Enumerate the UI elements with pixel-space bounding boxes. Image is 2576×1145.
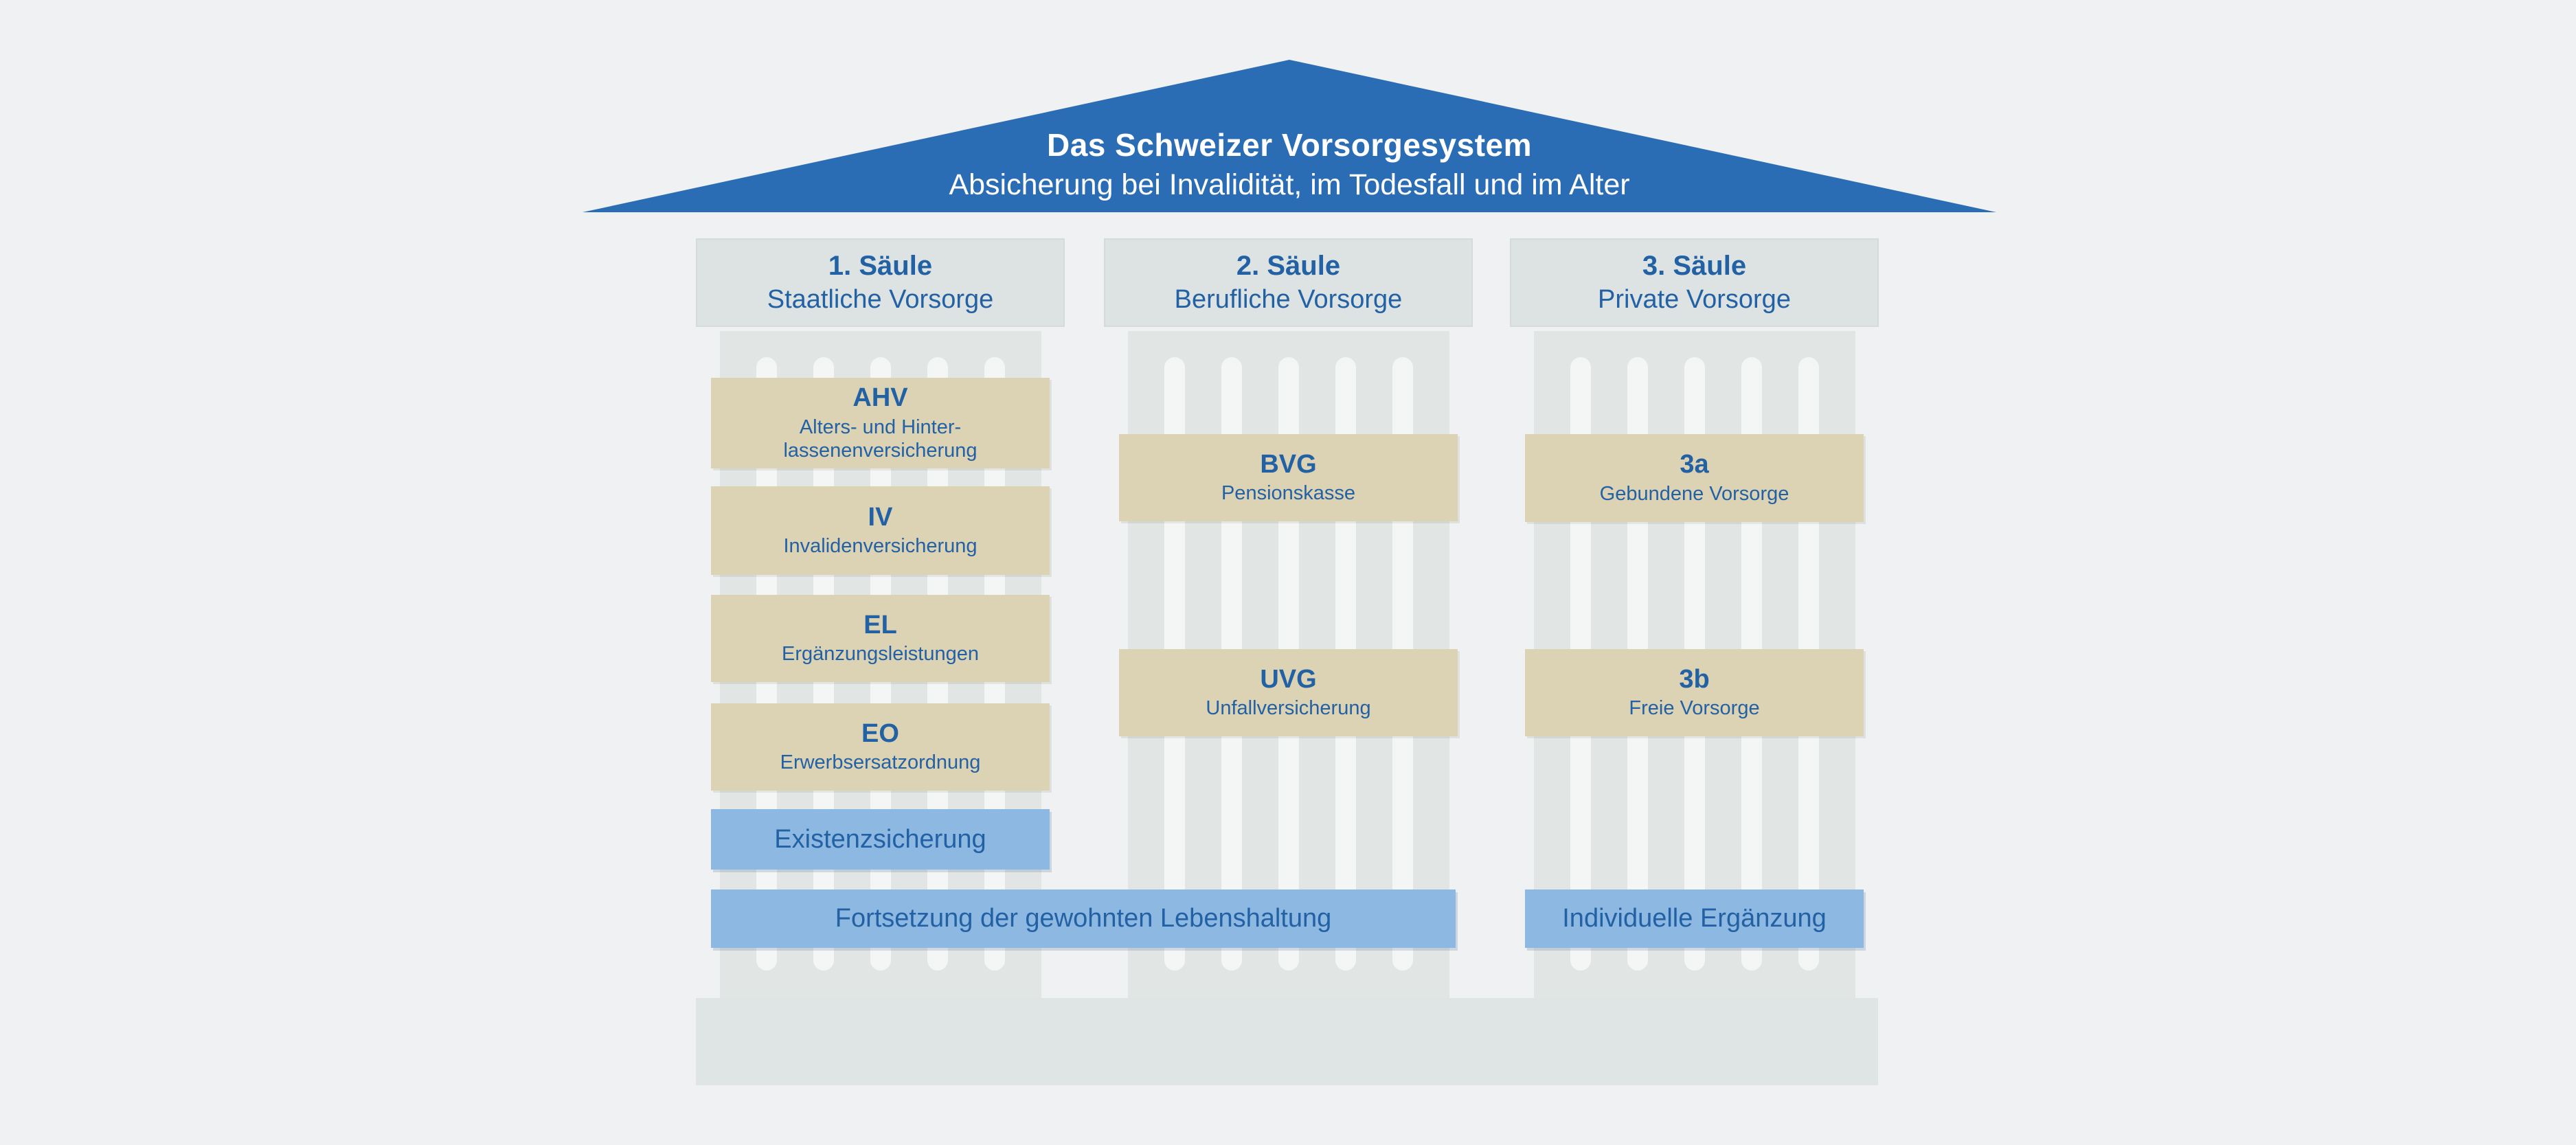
box-3a: 3a Gebundene Vorsorge (1525, 434, 1864, 522)
box-el: EL Ergänzungsleistungen (711, 595, 1050, 682)
box-iv-desc: Invalidenversicherung (783, 535, 978, 558)
box-iv: IV Invalidenversicherung (711, 486, 1050, 575)
pillar-3-name: 3. Säule (1642, 251, 1747, 282)
box-uvg-desc: Unfallversicherung (1206, 697, 1371, 720)
highlight-individuelle-ergaenzung: Individuelle Ergänzung (1525, 889, 1864, 948)
pillar-2-subtitle: Berufliche Vorsorge (1174, 285, 1403, 315)
roof-pediment: Das Schweizer Vorsorgesystem Absicherung… (583, 60, 1996, 212)
box-ahv-abbr: AHV (852, 383, 908, 412)
highlight-existenzsicherung: Existenzsicherung (711, 809, 1050, 870)
box-eo: EO Erwerbsersatzordnung (711, 703, 1050, 791)
box-uvg: UVG Unfallversicherung (1119, 649, 1458, 736)
box-3b: 3b Freie Vorsorge (1525, 649, 1864, 736)
pillar-1-subtitle: Staatliche Vorsorge (767, 285, 994, 315)
foundation-base (696, 998, 1878, 1085)
box-bvg-desc: Pensionskasse (1221, 482, 1356, 505)
diagram-title: Das Schweizer Vorsorgesystem (1046, 127, 1533, 163)
banner-fortsetzung: Fortsetzung der gewohnten Lebenshaltung (711, 889, 1456, 948)
box-ahv: AHV Alters- und Hinter- lassenenversiche… (711, 378, 1050, 468)
box-3a-abbr: 3a (1680, 450, 1709, 479)
box-eo-abbr: EO (861, 718, 899, 748)
box-eo-desc: Erwerbsersatzordnung (780, 751, 981, 774)
box-el-abbr: EL (863, 610, 897, 639)
pillar-3-subtitle: Private Vorsorge (1598, 285, 1791, 315)
diagram-subtitle: Absicherung bei Invalidität, im Todesfal… (949, 168, 1630, 201)
box-3b-abbr: 3b (1679, 664, 1710, 694)
pillar-1-name: 1. Säule (828, 251, 933, 282)
box-iv-abbr: IV (868, 502, 893, 532)
pillar-3-header: 3. Säule Private Vorsorge (1510, 238, 1879, 327)
box-bvg: BVG Pensionskasse (1119, 434, 1458, 521)
box-3a-desc: Gebundene Vorsorge (1599, 482, 1789, 505)
box-3b-desc: Freie Vorsorge (1629, 697, 1760, 720)
pillar-2-name: 2. Säule (1236, 251, 1341, 282)
box-bvg-abbr: BVG (1260, 449, 1317, 479)
pillar-1-header: 1. Säule Staatliche Vorsorge (696, 238, 1065, 327)
box-ahv-desc: Alters- und Hinter- lassenenversicherung (783, 416, 978, 462)
box-uvg-abbr: UVG (1260, 664, 1317, 694)
box-el-desc: Ergänzungsleistungen (782, 643, 979, 666)
pillar-2-header: 2. Säule Berufliche Vorsorge (1104, 238, 1473, 327)
